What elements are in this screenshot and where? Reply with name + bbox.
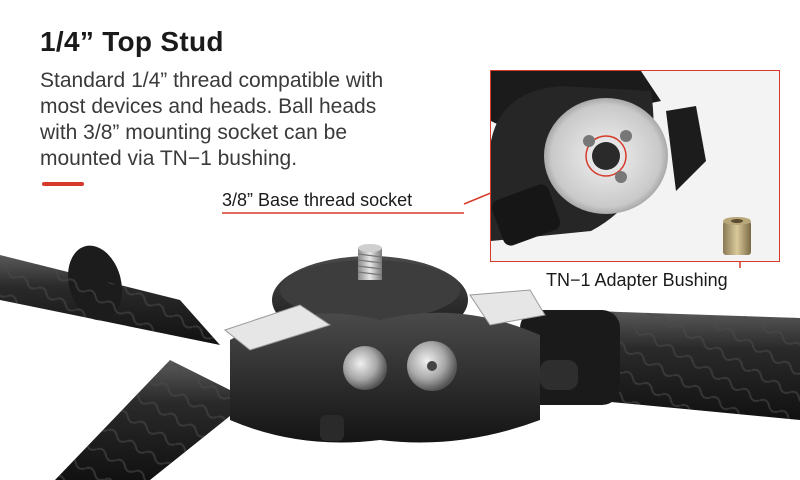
tn1-bushing	[723, 217, 751, 255]
page-title: 1/4” Top Stud	[40, 26, 224, 57]
bushing-callout-label: TN−1 Adapter Bushing	[546, 270, 728, 290]
feature-description: Standard 1/4” thread compatible with mos…	[40, 68, 480, 172]
top-stud	[357, 244, 383, 280]
accent-divider	[42, 182, 84, 186]
socket-callout-label: 3/8” Base thread socket	[222, 190, 413, 210]
description-line: Standard 1/4” thread compatible with	[40, 69, 384, 92]
right-tripod-leg	[520, 310, 800, 420]
tripod-apex	[230, 256, 540, 443]
left-tripod-leg	[0, 245, 220, 345]
ball-head-inset	[490, 70, 780, 262]
front-tripod-leg	[55, 360, 250, 480]
description-line: most devices and heads. Ball heads	[40, 95, 377, 118]
leg-angle-lock-left	[223, 304, 332, 351]
ball-head-closeup	[491, 71, 779, 261]
leg-angle-lock-right	[469, 289, 546, 326]
description-line: mounted via TN−1 bushing.	[40, 147, 298, 170]
description-line: with 3/8” mounting socket can be	[40, 121, 348, 144]
hinge-knob-left	[343, 346, 387, 390]
